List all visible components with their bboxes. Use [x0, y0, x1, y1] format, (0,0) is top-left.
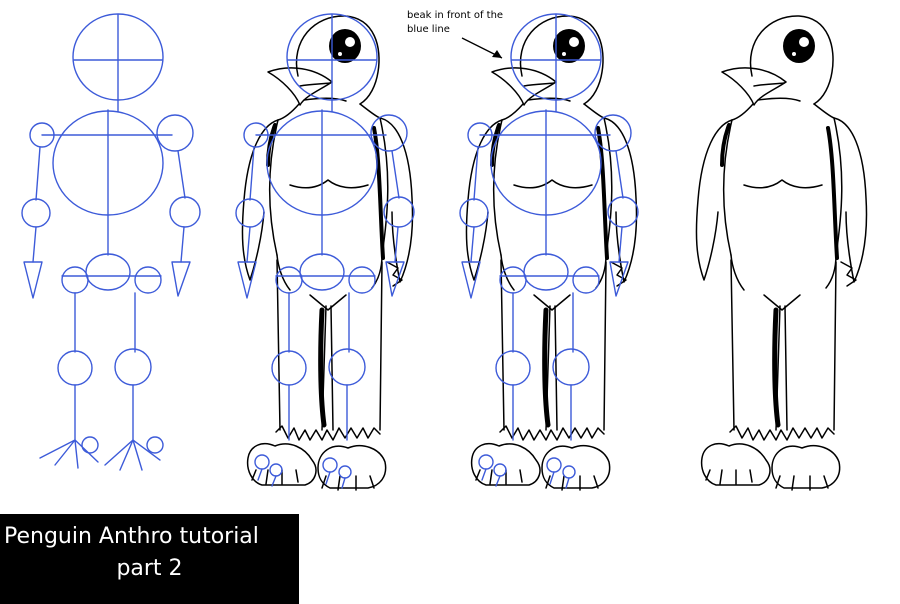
caption-title: Penguin Anthro tutorial: [4, 524, 259, 549]
tutorial-caption: Penguin Anthro tutorial part 2: [0, 514, 299, 604]
step-2-outline-over-guides: [235, 13, 414, 490]
caption-part: part 2: [116, 556, 183, 581]
beak-annotation-note: beak in front of the blue line: [407, 10, 504, 35]
step-1-skeleton: [21, 13, 201, 471]
annotation-arrow: [461, 37, 503, 59]
step-3-beak-adjusted: [459, 13, 638, 490]
step-4-final-lineart: [696, 16, 866, 490]
